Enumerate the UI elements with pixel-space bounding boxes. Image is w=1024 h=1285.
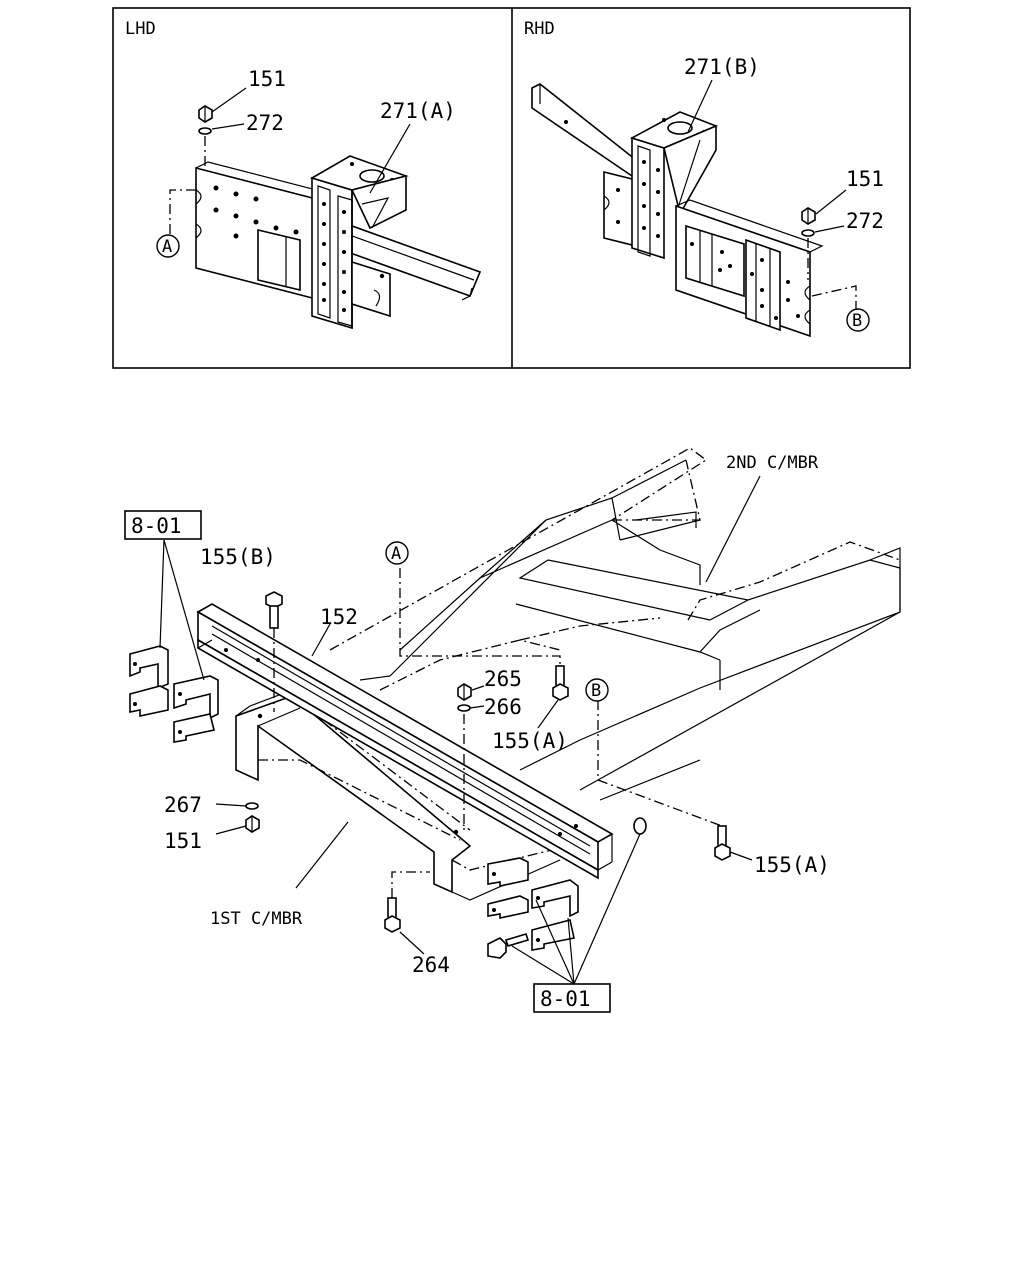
washer-icon <box>245 802 259 810</box>
bolt-head-icon <box>265 591 283 609</box>
svg-text:8-01: 8-01 <box>131 514 182 538</box>
label-155a-right: 155(A) <box>754 853 830 877</box>
label-1st-crossmember: 1ST C/MBR <box>210 909 303 929</box>
rhd-fasteners <box>687 79 857 310</box>
lhd-fasteners <box>169 87 411 236</box>
brackets-left <box>129 539 219 743</box>
lhd-label-151: 151 <box>248 67 286 91</box>
frame-outline <box>329 447 901 801</box>
svg-text:A: A <box>391 544 401 564</box>
washer-icon <box>633 817 647 835</box>
label-155a-center: 155(A) <box>492 729 568 753</box>
lhd-label-271a: 271(A) <box>380 99 456 123</box>
lhd-ref-a: A <box>156 234 180 258</box>
label-266: 266 <box>484 695 522 719</box>
lhd-title: LHD <box>125 19 156 39</box>
lhd-member <box>195 161 334 302</box>
svg-text:A: A <box>162 237 172 257</box>
svg-text:B: B <box>852 311 862 331</box>
label-155b: 155(B) <box>200 545 276 569</box>
ref-circle-a: A <box>385 541 409 565</box>
washer-icon <box>198 127 212 135</box>
lhd-panel: LHD <box>125 19 482 330</box>
main-fasteners <box>215 475 761 955</box>
rhd-panel: RHD <box>524 19 884 338</box>
rhd-ref-b: B <box>846 308 870 332</box>
label-152: 152 <box>320 605 358 629</box>
ref-box-bottom: 8-01 <box>533 983 611 1013</box>
inset-panels <box>112 7 911 369</box>
rhd-bracket-271b <box>603 111 719 260</box>
ref-circle-b: B <box>585 678 609 702</box>
bolt-head-icon <box>487 937 507 959</box>
rhd-member <box>675 199 824 338</box>
label-2nd-crossmember: 2ND C/MBR <box>726 453 819 473</box>
beam-152 <box>196 603 614 880</box>
main-assembly: 2ND C/MBR 1ST C/MBR 8-01 8-01 155(B) 152… <box>124 447 901 1013</box>
brackets-right <box>487 817 647 985</box>
rhd-label-271b: 271(B) <box>684 55 760 79</box>
label-265: 265 <box>484 667 522 691</box>
bolt-head-icon <box>384 915 401 933</box>
washer-icon <box>801 229 815 237</box>
rhd-title: RHD <box>524 19 555 39</box>
label-151: 151 <box>164 829 202 853</box>
svg-text:B: B <box>591 681 601 701</box>
svg-text:8-01: 8-01 <box>540 987 591 1011</box>
label-267: 267 <box>164 793 202 817</box>
rhd-label-272: 272 <box>846 209 884 233</box>
bolt-head-icon <box>552 683 569 701</box>
bolt-head-icon <box>714 843 731 861</box>
rhd-rail <box>531 83 637 178</box>
lhd-bracket-271a <box>309 155 409 330</box>
washer-icon <box>457 704 471 712</box>
rhd-label-151: 151 <box>846 167 884 191</box>
lhd-label-272: 272 <box>246 111 284 135</box>
label-264: 264 <box>412 953 450 977</box>
first-crossmember <box>235 683 561 901</box>
ref-box-top: 8-01 <box>124 510 202 540</box>
